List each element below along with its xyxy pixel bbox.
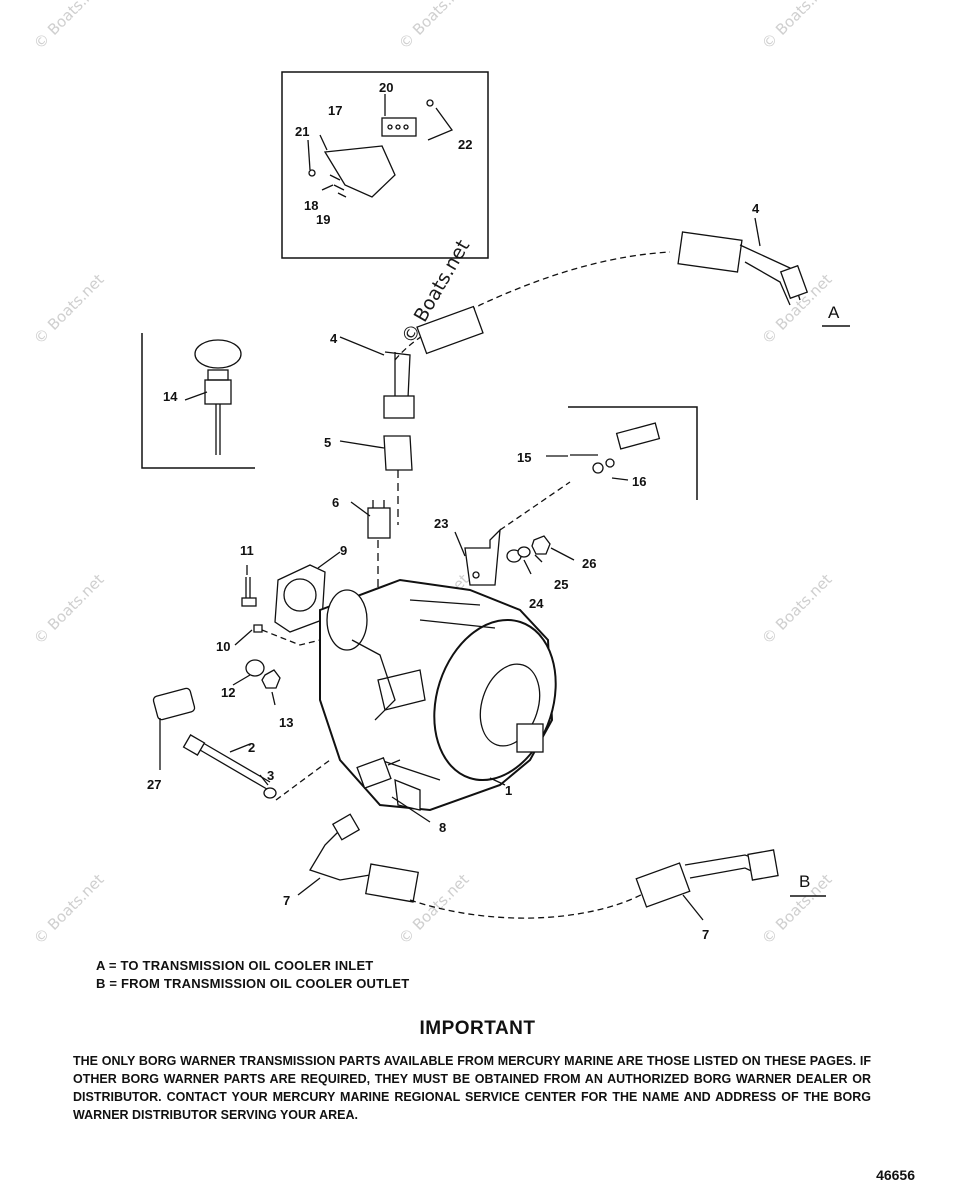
- bracket-17: [323, 145, 396, 198]
- legend-line-a: A = TO TRANSMISSION OIL COOLER INLET: [96, 958, 374, 973]
- callout: 13: [279, 715, 293, 730]
- nut-26: [531, 535, 551, 555]
- callout: 15: [517, 450, 531, 465]
- hose-7-left-elbow: [309, 829, 371, 881]
- connection-label-a: A: [828, 303, 840, 322]
- washer-25: [517, 546, 531, 558]
- callout: 5: [324, 435, 331, 450]
- important-notice: THE ONLY BORG WARNER TRANSMISSION PARTS …: [73, 1054, 871, 1122]
- dipstick-seal: [204, 379, 232, 405]
- callout: 24: [529, 596, 544, 611]
- callout: 2: [248, 740, 255, 755]
- watermark: © Boats.net: [30, 270, 108, 348]
- callout: 19: [316, 212, 330, 227]
- nut-22: [426, 99, 434, 107]
- cable-anchor-inset-box: [568, 406, 698, 500]
- hose-4-lower-fitting: [384, 351, 411, 399]
- callout: 10: [216, 639, 230, 654]
- hose-7-fitting: [747, 849, 779, 881]
- screws-18-19: [329, 174, 347, 198]
- switch-6: [367, 507, 391, 539]
- watermark: © Boats.net: [758, 570, 836, 648]
- sleeve-27: [152, 687, 196, 721]
- nut-13: [261, 669, 281, 689]
- callout: 12: [221, 685, 235, 700]
- watermark: © Boats.net: [30, 570, 108, 648]
- callout: 8: [439, 820, 446, 835]
- callout: 4: [330, 331, 338, 346]
- callout: 27: [147, 777, 161, 792]
- hose-path-lower: [409, 889, 651, 919]
- connection-label-b: B: [799, 872, 810, 891]
- callout: 18: [304, 198, 318, 213]
- callout: 7: [702, 927, 709, 942]
- hose-7-sleeve-right: [635, 862, 691, 908]
- dipstick-cap: [194, 339, 242, 369]
- drawing-number: 46656: [876, 1167, 915, 1183]
- input-collar: [326, 589, 368, 651]
- callout: 17: [328, 103, 342, 118]
- dipstick-tube-inset-box: [281, 71, 489, 259]
- screw-21: [308, 169, 316, 177]
- callout: 3: [267, 768, 274, 783]
- bracket-23: [464, 528, 501, 586]
- callout: 11: [240, 543, 254, 558]
- line-art: [141, 71, 850, 921]
- callout: 20: [379, 80, 393, 95]
- exploded-parts-diagram: © Boats.net © Boats.net © Boats.net © Bo…: [30, 0, 850, 948]
- watermark: © Boats.net: [30, 0, 108, 53]
- hose-4-sleeve-right: [677, 231, 743, 273]
- bolt-11: [245, 577, 251, 600]
- callout: 23: [434, 516, 448, 531]
- hose-7-sleeve-left: [365, 863, 419, 903]
- callout: 7: [283, 893, 290, 908]
- callout-labels: 1 2 3 4 4 5 6 7 7 8 9 10 11 12 13 14 15 …: [147, 80, 840, 942]
- dipstick-inset-box: [141, 333, 255, 469]
- fitting-5: [383, 435, 413, 471]
- legend-line-b: B = FROM TRANSMISSION OIL COOLER OUTLET: [96, 976, 410, 991]
- watermark: © Boats.net: [395, 0, 473, 53]
- callout: 26: [582, 556, 596, 571]
- fitting-8: [356, 757, 392, 789]
- callout: 16: [632, 474, 646, 489]
- important-title: IMPORTANT: [419, 1018, 536, 1039]
- watermark: © Boats.net: [758, 870, 836, 948]
- bolt-2: [197, 739, 273, 793]
- callout: 1: [505, 783, 512, 798]
- watermark: © Boats.net: [758, 0, 836, 53]
- watermark: © Boats.net: [30, 870, 108, 948]
- output-shaft: [516, 723, 544, 753]
- hose-4-sleeve: [416, 305, 484, 355]
- washer-10: [253, 624, 263, 633]
- callout: 9: [340, 543, 347, 558]
- callout: 22: [458, 137, 472, 152]
- callout: 14: [163, 389, 178, 404]
- flange-9: [274, 564, 326, 633]
- callout: 4: [752, 201, 760, 216]
- callout: 25: [554, 577, 568, 592]
- clevis: [615, 422, 661, 450]
- plate-20: [381, 117, 417, 137]
- callout: 6: [332, 495, 339, 510]
- washer-3: [263, 787, 277, 799]
- callout: 21: [295, 124, 309, 139]
- washer-12: [245, 659, 265, 677]
- fitting-4: [383, 395, 415, 419]
